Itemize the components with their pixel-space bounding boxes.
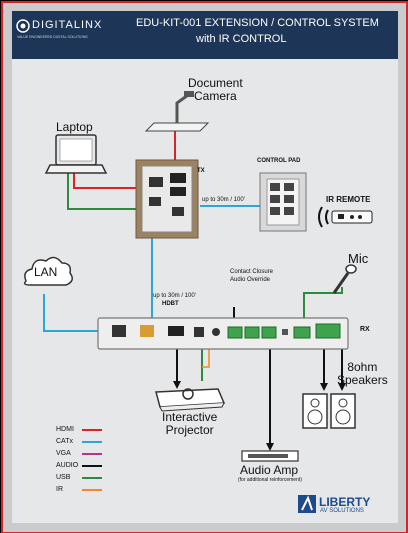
mic-icon bbox=[332, 264, 357, 294]
label-document-camera: Document Camera bbox=[188, 76, 243, 103]
label-audio-amp: Audio Amp bbox=[240, 463, 299, 477]
liberty-logo-icon bbox=[298, 495, 316, 513]
ir-remote-icon bbox=[318, 206, 373, 228]
label-speakers: 8ohm Speakers bbox=[337, 360, 388, 387]
cable-catx-lan bbox=[43, 294, 100, 332]
label-range-rx: up to 30m / 100' bbox=[153, 293, 196, 299]
diagram-drawing bbox=[23, 91, 373, 513]
label-ir-remote: IR REMOTE bbox=[326, 195, 371, 204]
label-contact-closure: Contact Closure Audio Override bbox=[230, 269, 274, 283]
label-lan: LAN bbox=[34, 265, 58, 279]
document-camera-icon bbox=[144, 91, 210, 132]
projector-icon bbox=[155, 388, 226, 412]
lan-cloud-icon bbox=[23, 256, 73, 286]
speakers-icon bbox=[302, 393, 356, 429]
legend-label-vga: VGA bbox=[56, 450, 71, 457]
label-hdbt: HDBT bbox=[162, 301, 179, 307]
rx-unit bbox=[97, 317, 349, 350]
logo-tagline: VALUE ENGINEERED DIGITAL SOLUTIONS bbox=[17, 35, 88, 39]
label-laptop: Laptop bbox=[56, 120, 93, 134]
label-mic: Mic bbox=[348, 251, 369, 266]
digitalinx-logo-icon bbox=[16, 19, 30, 33]
legend-label-audio: AUDIO bbox=[56, 462, 79, 469]
brand-name: LIBERTY bbox=[319, 495, 371, 509]
tx-wall-plate bbox=[135, 159, 199, 239]
cable-ir-projector bbox=[202, 349, 210, 368]
diagram-panel: DIGITALINX VALUE ENGINEERED DIGITAL SOLU… bbox=[12, 11, 398, 523]
label-projector: Interactive Projector bbox=[162, 410, 218, 437]
legend-label-usb: USB bbox=[56, 474, 71, 481]
cable-mic bbox=[303, 287, 343, 327]
control-pad bbox=[259, 172, 307, 232]
legend-swatches bbox=[82, 429, 102, 491]
label-control-pad: CONTROL PAD bbox=[257, 158, 301, 164]
laptop-icon bbox=[44, 134, 108, 174]
legend-label-hdmi: HDMI bbox=[56, 426, 74, 433]
logo-text: DIGITALINX bbox=[32, 19, 103, 31]
label-range-tx: up to 30m / 100' bbox=[202, 197, 245, 203]
label-rx: RX bbox=[360, 326, 370, 333]
audio-amp-icon bbox=[241, 450, 299, 462]
legend-label-ir: IR bbox=[56, 486, 63, 493]
label-audio-amp-note: (for additional reinforcement) bbox=[238, 477, 302, 483]
page-subtitle: with IR CONTROL bbox=[196, 33, 287, 45]
brand-sub: AV SOLUTIONS bbox=[320, 508, 364, 514]
page-title: EDU-KIT-001 EXTENSION / CONTROL SYSTEM bbox=[136, 17, 379, 29]
legend-label-catx: CATx bbox=[56, 438, 73, 445]
header-bar: DIGITALINX VALUE ENGINEERED DIGITAL SOLU… bbox=[12, 11, 398, 59]
label-tx: TX bbox=[197, 168, 205, 174]
